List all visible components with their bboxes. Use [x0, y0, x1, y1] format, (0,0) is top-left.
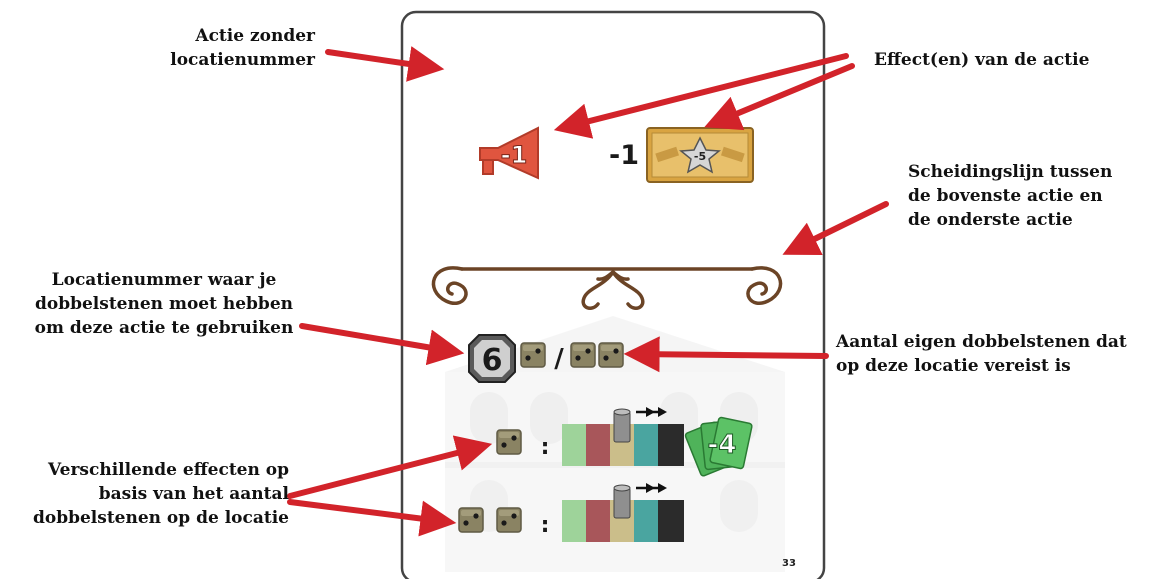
megaphone-icon: -1 [479, 126, 539, 180]
callout-line: basis van het aantal [98, 484, 289, 504]
arrow-action-without-location [325, 46, 445, 82]
arrow-effect-ticket [704, 63, 855, 131]
row-1-separator: : [541, 435, 550, 460]
callout-line: Aantal eigen dobbelstenen dat [836, 332, 1127, 352]
required-die-single [520, 342, 546, 368]
required-die-pair-1 [570, 342, 596, 368]
callout-line: locatienummer [170, 50, 315, 70]
callout-action-without-location: Actie zonder locatienummer [170, 24, 315, 72]
callout-line: Actie zonder [195, 26, 315, 46]
callout-line: de bovenste actie en [908, 186, 1103, 206]
callout-line: Verschillende effecten op [48, 460, 289, 480]
page-number: 33 [782, 558, 796, 569]
callout-different-effects: Verschillende effecten op basis van het … [33, 458, 289, 530]
pawn-icon [613, 408, 631, 443]
arrow-location-number [299, 323, 465, 366]
effect-row-2-die-2 [496, 507, 522, 533]
callout-line: dobbelstenen op de locatie [32, 508, 289, 528]
effect-row-1-die [496, 429, 522, 455]
required-die-pair-2 [598, 342, 624, 368]
ornamental-divider [431, 266, 783, 310]
row-2-separator: : [541, 513, 550, 538]
arrow-own-dice [623, 336, 829, 373]
ticket-icon: -5 [646, 127, 754, 183]
callout-location-number: Locatienummer waar je dobbelstenen moet … [26, 268, 302, 340]
callout-line: Effect(en) van de actie [874, 50, 1090, 70]
callout-own-dice-required: Aantal eigen dobbelstenen dat op deze lo… [836, 330, 1127, 378]
callout-line: op deze locatie vereist is [836, 356, 1071, 376]
ticket-badge-value: -5 [694, 150, 706, 163]
callout-divider-line: Scheidingslijn tussen de bovenste actie … [908, 160, 1112, 232]
location-number-badge: 6 [468, 334, 516, 383]
callout-line: om deze actie te gebruiken [34, 318, 294, 338]
arrow-effects-row-1 [287, 435, 493, 499]
callout-line: dobbelstenen moet hebben [34, 294, 293, 314]
pawn-icon [613, 484, 631, 519]
move-arrow-icon [636, 407, 667, 417]
callout-line: de onderste actie [908, 210, 1073, 230]
effect-row-1-track [562, 424, 684, 466]
megaphone-value: -1 [501, 141, 528, 169]
callout-action-effects: Effect(en) van de actie [874, 48, 1089, 72]
green-cards-value: -4 [708, 430, 737, 460]
callout-line: Scheidingslijn tussen [908, 162, 1113, 182]
game-card: -1 -1 -5 6 / [400, 10, 826, 579]
arrow-effects-row-2 [287, 499, 457, 537]
annotation-arrows [287, 46, 889, 537]
dice-separator: / [554, 344, 564, 374]
move-arrow-icon [636, 483, 667, 493]
location-number: 6 [482, 343, 503, 378]
arrow-effect-megaphone [553, 53, 849, 139]
arrow-divider-line [782, 201, 889, 256]
green-cards-icon: -4 [684, 416, 753, 477]
callout-line: Locatienummer waar je [51, 270, 277, 290]
effect-row-2-die-1 [458, 507, 484, 533]
ticket-effect-value: -1 [609, 140, 639, 171]
